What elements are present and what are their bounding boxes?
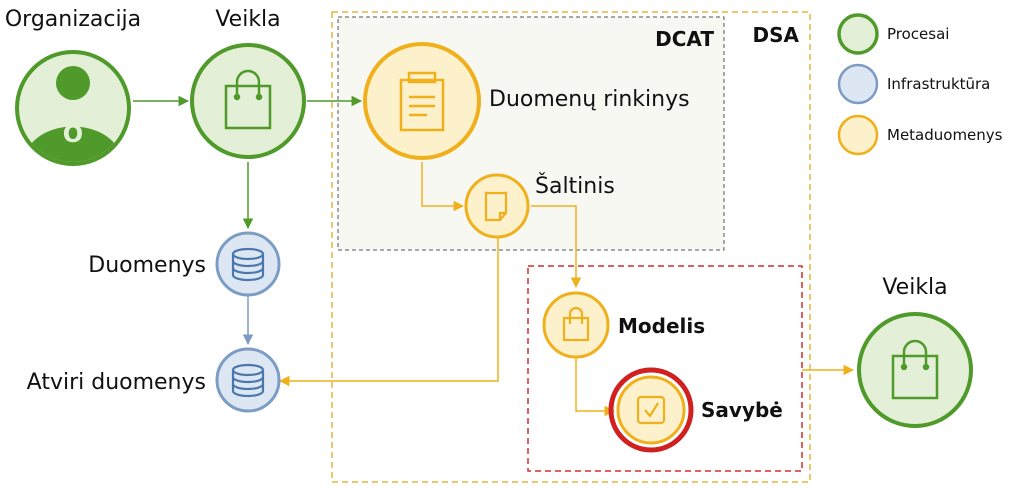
connectors [133,95,855,417]
checkmark-icon [636,395,666,425]
shopping-bag-icon [562,306,590,342]
dcat-group-label: DCAT [655,27,714,51]
node-savybe[interactable] [608,367,694,453]
label-organizacija: Organizacija [5,7,141,32]
label-saltinis: Šaltinis [535,173,615,199]
legend-label-infrastruktura: Infrastruktūra [887,75,990,93]
label-veikla-right: Veikla [882,275,947,300]
document-list-icon [399,71,445,132]
legend-label-procesai: Procesai [887,25,949,43]
edge-saltinis-modelis [531,205,582,289]
legend-label-metaduomenys: Metaduomenys [887,126,1003,144]
shopping-bag-icon [891,339,939,400]
document-icon [484,191,508,222]
node-saltinis[interactable] [464,173,530,239]
label-savybe: Savybė [701,398,783,422]
label-duomenys: Duomenys [88,253,206,278]
database-icon [231,363,265,398]
node-organizacija[interactable]: O [15,50,131,170]
red-dashed-frame [527,265,803,472]
database-icon [231,247,265,282]
node-duomenys[interactable] [215,231,281,297]
label-modelis: Modelis [618,314,705,338]
legend-item-infrastruktura: Infrastruktūra [837,63,990,105]
node-atviri-duomenys[interactable] [215,347,281,413]
shopping-bag-icon [224,69,272,130]
label-atviri-duomenys: Atviri duomenys [27,370,206,395]
avatar-letter: O [63,120,83,148]
node-veikla-right[interactable] [857,312,973,428]
dsa-group-frame [331,11,811,483]
node-veikla-left[interactable] [190,43,306,159]
legend: Procesai Infrastruktūra Metaduomenys [837,13,1003,156]
dsa-group-label: DSA [753,23,800,47]
node-duomenu-rinkinys[interactable] [363,42,481,160]
edge-rinkinys-saltinis [421,162,465,212]
label-duomenu-rinkinys: Duomenų rinkinys [489,87,690,112]
label-veikla-left: Veikla [215,7,280,32]
legend-item-procesai: Procesai [837,13,949,55]
edge-modelis-savybe [575,358,616,417]
node-modelis[interactable] [542,291,610,359]
legend-item-metaduomenys: Metaduomenys [837,114,1003,156]
edge-saltinis-atviri [278,238,499,387]
